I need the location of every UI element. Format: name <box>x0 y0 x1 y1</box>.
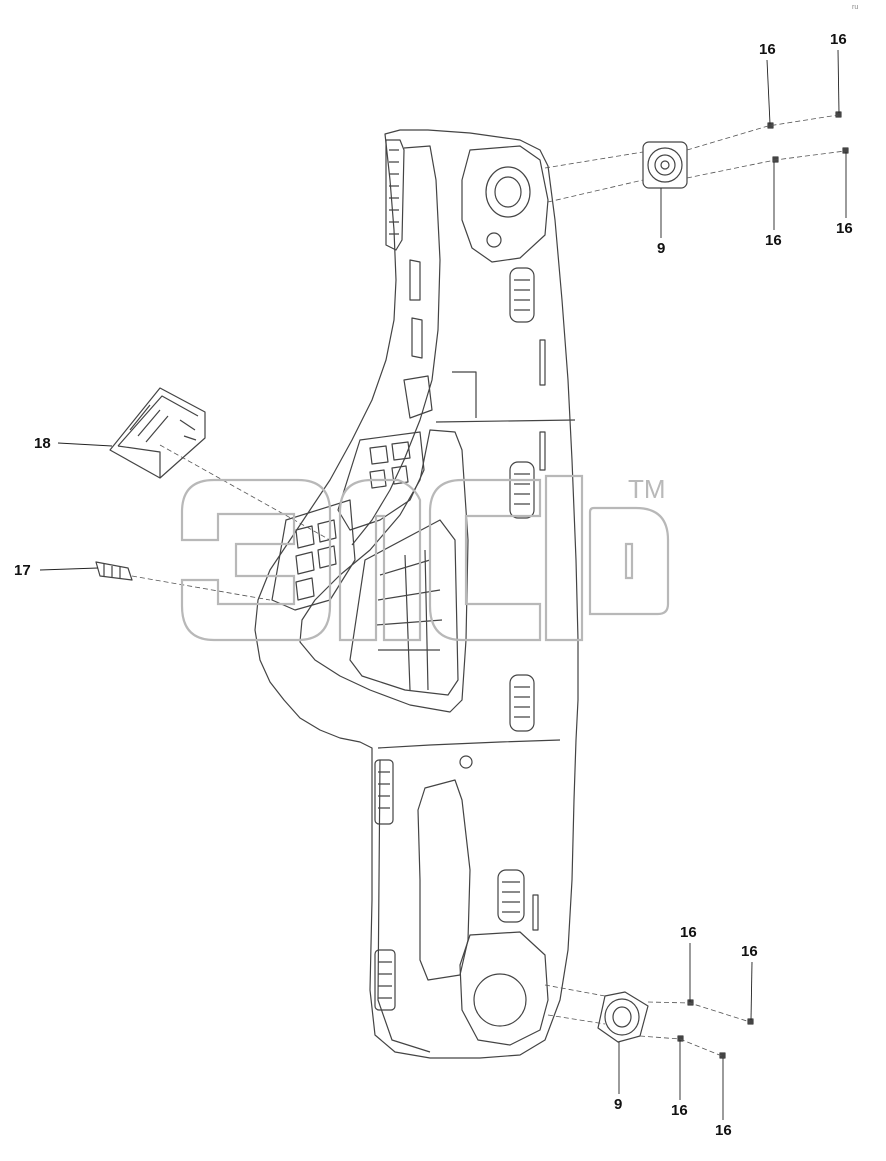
callout-16-bottom-right: 16 <box>715 1122 732 1139</box>
vent-mid-right-ribs <box>514 473 530 505</box>
top-speaker-housing <box>461 145 549 263</box>
console-opening <box>299 429 469 713</box>
top-speaker-knob <box>486 232 502 248</box>
dashboard-outline <box>254 129 579 1059</box>
slots <box>532 339 546 931</box>
callout-9-bottom: 9 <box>614 1096 623 1113</box>
dashboard-lower-inner <box>377 739 561 1053</box>
callout-9-top: 9 <box>657 240 666 257</box>
upper-strip <box>385 139 405 251</box>
callout-16-lower-left: 16 <box>680 924 697 941</box>
leader-lines <box>39 49 847 1120</box>
watermark-trademark: TM <box>628 474 666 504</box>
vent-lower-right-ribs <box>514 686 530 718</box>
speaker-top-part <box>642 141 688 189</box>
vent-bottom-right-ribs <box>502 881 520 913</box>
upper-column <box>351 145 441 546</box>
bottom-speaker-housing <box>459 931 549 1046</box>
callout-17: 17 <box>14 562 31 579</box>
lighter-part-17 <box>95 561 133 581</box>
glovebox-recess <box>417 779 471 981</box>
callout-16-top-left: 16 <box>759 41 776 58</box>
panel-seam-2 <box>452 371 477 418</box>
callout-18: 18 <box>34 435 51 452</box>
vent-bottom-right <box>497 869 525 923</box>
vent-mid-right <box>509 461 535 519</box>
callout-16-top-right: 16 <box>830 31 847 48</box>
speaker-bottom-part <box>597 991 649 1043</box>
callout-16-upper-mid: 16 <box>765 232 782 249</box>
vent-left-upper <box>374 759 394 825</box>
screw-boss <box>459 755 473 769</box>
vent-upper-right-ribs <box>514 279 530 311</box>
fasteners <box>677 111 849 1059</box>
bottom-speaker-ring <box>473 973 527 1027</box>
module-part-18 <box>109 387 206 479</box>
vent-upper-right <box>509 267 535 323</box>
vent-left-lower <box>374 949 396 1011</box>
vent-left-upper-ribs <box>378 771 390 809</box>
upper-strip-ribs <box>389 149 399 235</box>
switch-block <box>337 431 425 531</box>
top-speaker-ring <box>485 166 531 218</box>
vent-lower-right <box>509 674 535 732</box>
top-speaker-ring-inner <box>494 176 522 208</box>
corner-mark: ru <box>852 4 859 11</box>
assembly-lines <box>131 114 846 1057</box>
callout-16-lower-right: 16 <box>741 943 758 960</box>
callout-16-bottom-mid: 16 <box>671 1102 688 1119</box>
vent-left-lower-ribs <box>378 961 392 999</box>
watermark-logo <box>180 474 670 642</box>
callout-16-upper-right: 16 <box>836 220 853 237</box>
console-inner <box>349 519 459 696</box>
panel-seam <box>435 419 576 423</box>
